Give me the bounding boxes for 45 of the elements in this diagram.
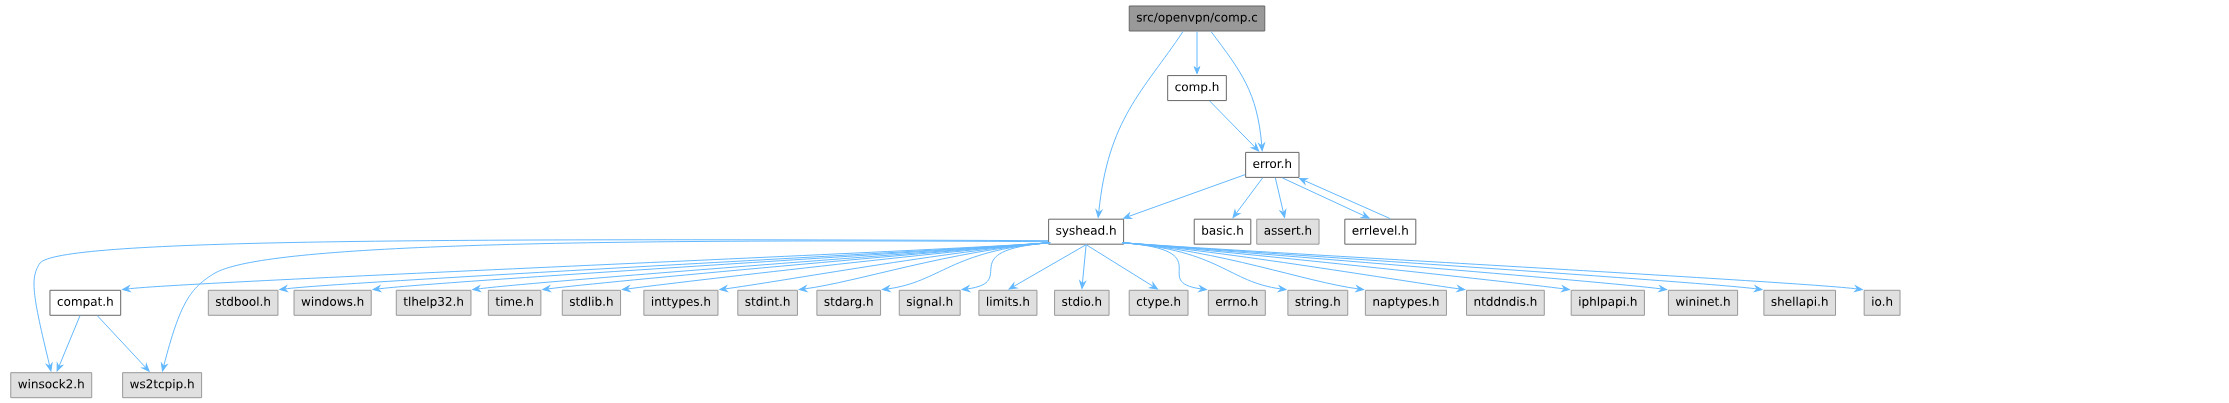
file-box: stdint.h — [737, 289, 798, 316]
file-box: io.h — [1863, 289, 1901, 316]
file-box: wininet.h — [1667, 289, 1739, 316]
file-box: tlhelp32.h — [395, 289, 472, 316]
arrow — [56, 315, 81, 372]
file-box: shellapi.h — [1763, 289, 1836, 316]
arrow — [1123, 174, 1246, 220]
file-box: errlevel.h — [1344, 218, 1417, 245]
file-box: stdio.h — [1054, 289, 1110, 316]
arrow — [1274, 177, 1287, 218]
file-box: compat.h — [49, 289, 122, 316]
arrow — [1299, 177, 1391, 220]
file-box: assert.h — [1256, 218, 1320, 245]
file-box: iphlpapi.h — [1570, 289, 1645, 316]
file-box: ctype.h — [1128, 289, 1189, 316]
file-box: basic.h — [1193, 218, 1252, 245]
arrow — [1079, 244, 1087, 289]
arrow — [1232, 177, 1264, 219]
file-box: syshead.h — [1048, 218, 1125, 245]
arrow — [961, 242, 1051, 292]
file-box: ws2tcpip.h — [122, 372, 203, 399]
file-box: ntddndis.h — [1466, 289, 1545, 316]
file-box: stdarg.h — [816, 289, 882, 316]
arrow — [1281, 177, 1370, 219]
file-box: naptypes.h — [1364, 289, 1447, 316]
file-box: limits.h — [978, 289, 1038, 316]
file-box: src/openvpn/comp.c — [1128, 5, 1266, 32]
file-box: string.h — [1287, 289, 1349, 316]
file-box: signal.h — [898, 289, 961, 316]
arrow — [1095, 31, 1184, 218]
arrow — [1193, 31, 1201, 75]
file-box: winsock2.h — [10, 372, 93, 399]
file-box: inttypes.h — [643, 289, 719, 316]
arrow — [1085, 244, 1158, 290]
file-box: error.h — [1245, 151, 1300, 178]
file-box: stdbool.h — [207, 289, 279, 316]
file-box: comp.h — [1167, 75, 1227, 102]
file-box: time.h — [487, 289, 542, 316]
file-box: errno.h — [1207, 289, 1266, 316]
arrow — [1008, 244, 1087, 290]
arrow — [1209, 100, 1260, 152]
file-box: stdlib.h — [561, 289, 622, 316]
arrow — [96, 315, 150, 372]
arrow — [1210, 31, 1265, 152]
file-box: windows.h — [293, 289, 372, 316]
